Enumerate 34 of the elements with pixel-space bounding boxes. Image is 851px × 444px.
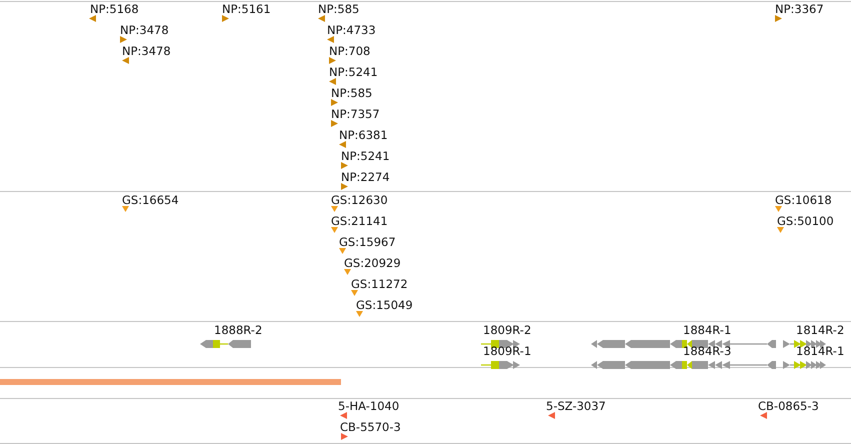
feature-label: 1809R-1: [483, 345, 532, 358]
feature-label: NP:585: [331, 87, 372, 100]
feature-label: NP:2274: [341, 171, 390, 184]
feature-label: GS:20929: [344, 257, 401, 270]
feature-label: 5-HA-1040: [338, 400, 400, 413]
feature-label: GS:15967: [339, 236, 396, 249]
feature-label: NP:3478: [120, 24, 169, 37]
feature-label: CB-0865-3: [758, 400, 819, 413]
feature-label: CB-5570-3: [340, 421, 401, 434]
feature-label: NP:3478: [122, 45, 171, 58]
feature-label: 1884R-3: [683, 345, 732, 358]
feature-label: NP:585: [318, 3, 360, 16]
feature-label: GS:12630: [331, 194, 388, 207]
feature-label: 5-SZ-3037: [546, 400, 606, 413]
feature-label: GS:50100: [777, 215, 834, 228]
feature-label: NP:5241: [341, 150, 390, 163]
feature-label: NP:6381: [339, 129, 388, 142]
feature-label: GS:11272: [351, 278, 408, 291]
feature-label: GS:16654: [122, 194, 179, 207]
feature-label: NP:3367: [775, 3, 824, 16]
feature-label: NP:708: [329, 45, 370, 58]
feature-label: NP:5161: [222, 3, 271, 16]
feature-label: NP:5241: [329, 66, 378, 79]
feature-label: NP:7357: [331, 108, 380, 121]
feature-label: 1884R-1: [683, 324, 732, 337]
feature-label: NP:5168: [90, 3, 139, 16]
feature-label: GS:21141: [331, 215, 388, 228]
feature-label: NP:4733: [327, 24, 376, 37]
feature-label: GS:15049: [356, 299, 413, 312]
feature-label: 1814R-1: [796, 345, 844, 358]
feature-label: 1809R-2: [483, 324, 532, 337]
feature-label: 1888R-2: [214, 324, 262, 337]
feature-label: GS:10618: [775, 194, 832, 207]
feature-label: 1814R-2: [796, 324, 844, 337]
